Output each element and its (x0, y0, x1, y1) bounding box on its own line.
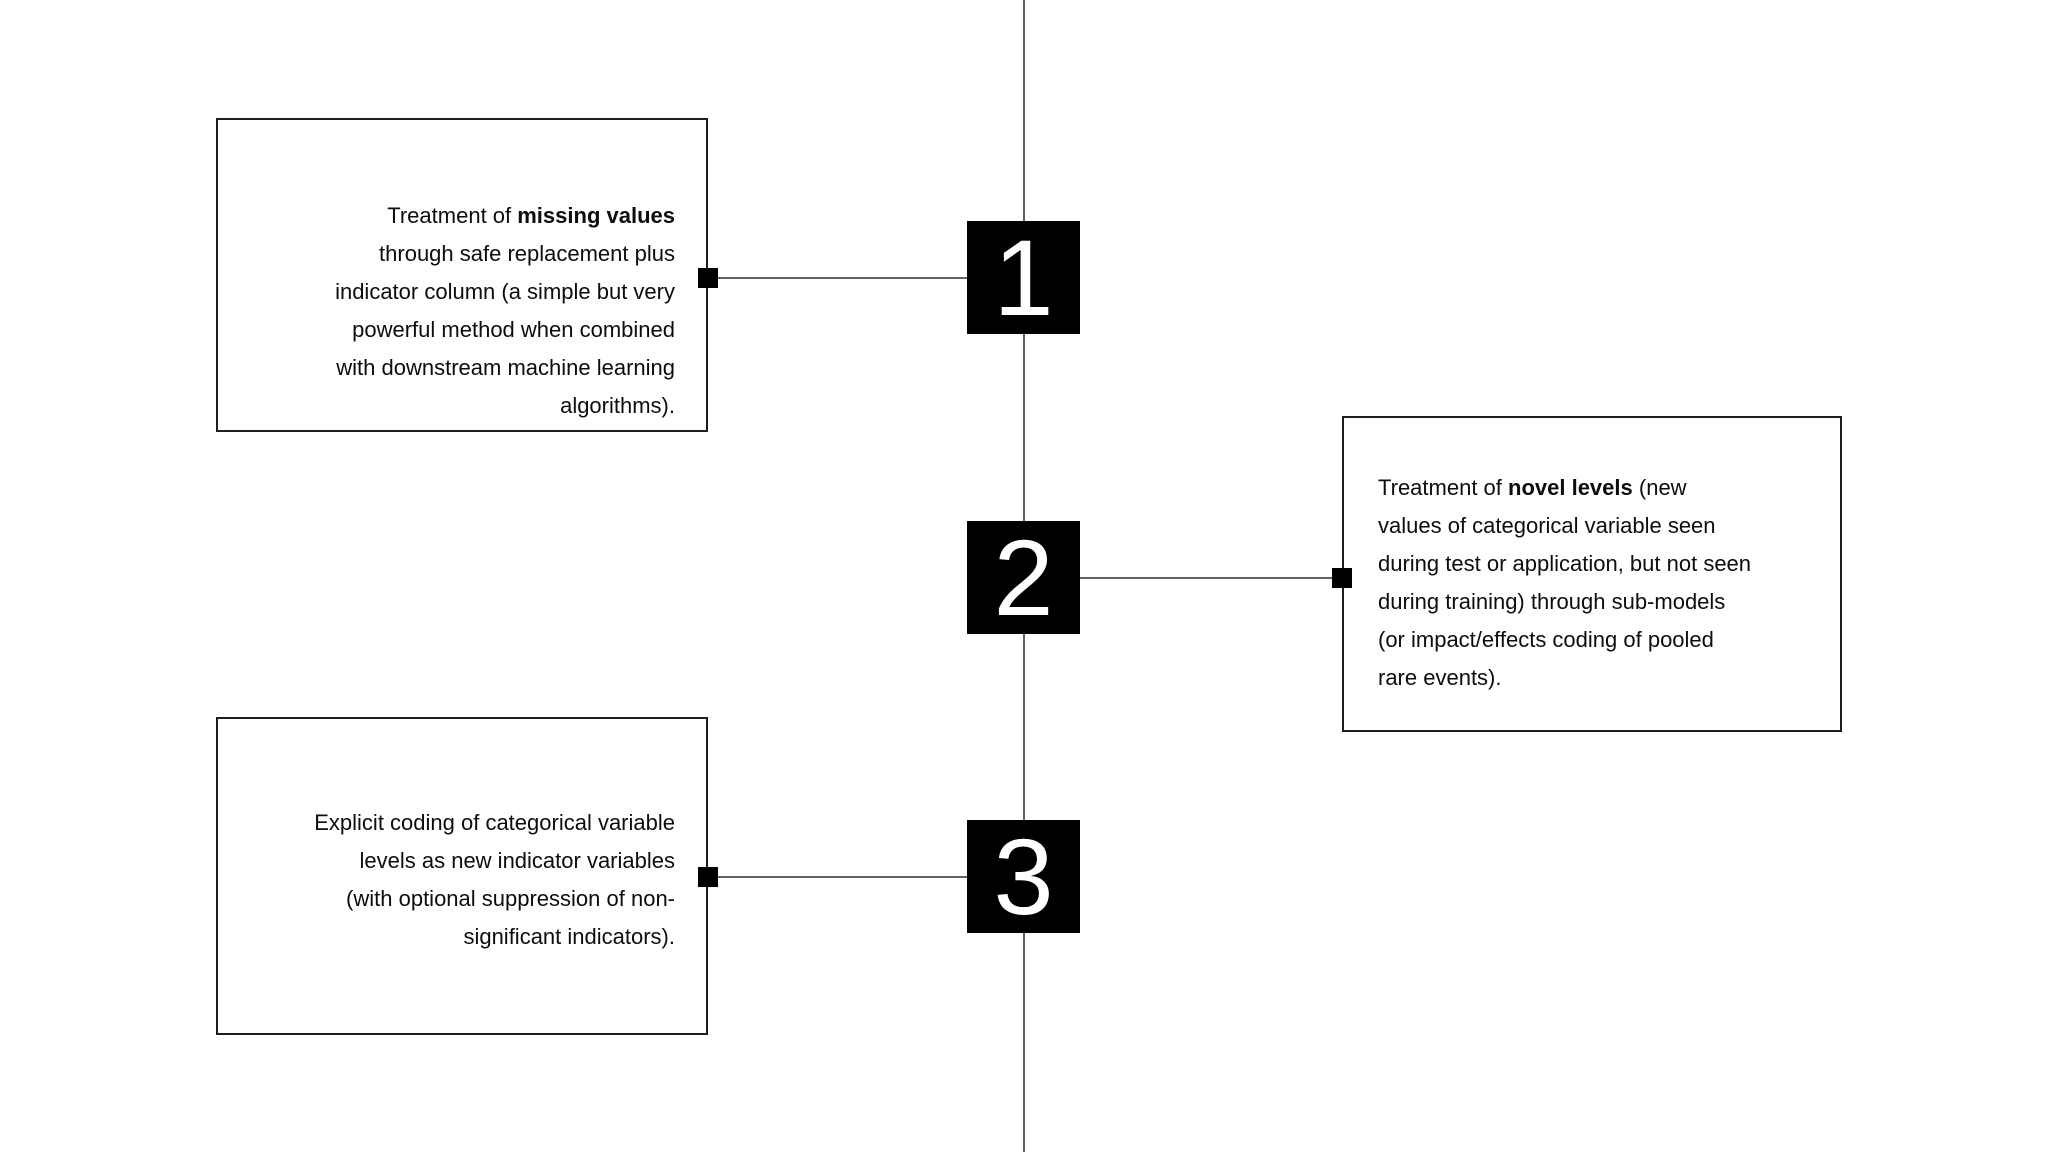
step-3-number-node: 3 (967, 820, 1080, 933)
step-2-number: 2 (993, 516, 1054, 638)
step-2-text-bold: novel levels (1508, 475, 1633, 500)
step-1-description: Treatment of missing values through safe… (258, 197, 675, 425)
step-2-description: Treatment of novel levels (new values of… (1378, 469, 1810, 697)
step-1-text-bold: missing values (517, 203, 675, 228)
step-3-number: 3 (993, 815, 1054, 937)
step-2-text-suffix: (new values of categorical variable seen… (1378, 475, 1752, 690)
step-1-number-node: 1 (967, 221, 1080, 334)
step-1-textbox: Treatment of missing values through safe… (216, 118, 708, 432)
step-2-connector-line (1080, 577, 1342, 579)
step-3-textbox: Explicit coding of categorical variable … (216, 717, 708, 1035)
step-3-description: Explicit coding of categorical variable … (258, 804, 675, 956)
step-1-text-suffix: through safe replacement plus indicator … (335, 241, 675, 418)
step-2-text-prefix: Treatment of (1378, 475, 1509, 500)
step-3-text-prefix: Explicit coding of categorical variable … (314, 810, 675, 949)
step-3-connector-line (708, 876, 967, 878)
step-2-connector-dot (1332, 568, 1352, 588)
step-1-text-prefix: Treatment of (387, 203, 518, 228)
step-2-textbox: Treatment of novel levels (new values of… (1342, 416, 1842, 732)
step-2-number-node: 2 (967, 521, 1080, 634)
step-1-connector-dot (698, 268, 718, 288)
step-3-connector-dot (698, 867, 718, 887)
step-1-connector-line (708, 277, 967, 279)
step-1-number: 1 (993, 216, 1054, 338)
